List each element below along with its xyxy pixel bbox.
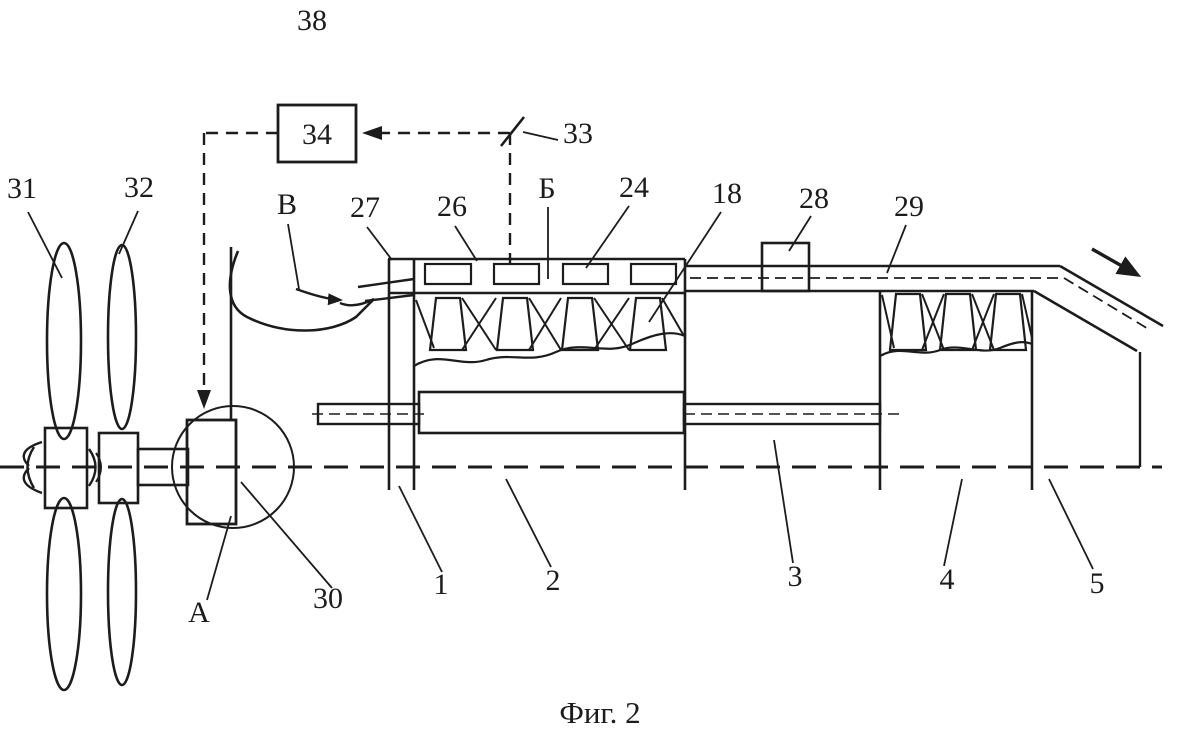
- core-and-shafts: [312, 390, 902, 435]
- nozzle-lower: [1033, 289, 1138, 353]
- jet-pipe-and-turbine: [685, 241, 1164, 467]
- label-4: 4: [940, 563, 955, 596]
- injector-26: [423, 262, 473, 286]
- label-34: 34: [302, 118, 332, 151]
- detail-circle-A: [171, 405, 295, 529]
- exhaust-flow-arrow: [1091, 247, 1142, 277]
- label-1: 1: [434, 568, 449, 601]
- figure-caption: Фиг. 2: [559, 695, 640, 730]
- gearbox: [171, 247, 295, 529]
- rear-shaft: [682, 402, 882, 426]
- down-arrowhead: [197, 390, 211, 409]
- injector-b: [492, 262, 541, 286]
- label-5: 5: [1090, 567, 1105, 600]
- core-drum: [417, 390, 686, 435]
- air-intake: [228, 250, 415, 332]
- label-29: 29: [894, 190, 924, 223]
- label-3: 3: [788, 560, 803, 593]
- nozzle-upper: [1059, 264, 1164, 328]
- turbine-wavy-line: [879, 341, 1033, 357]
- label-31: 31: [7, 172, 37, 205]
- controller-box-34: [276, 103, 358, 164]
- compressor-blades: [413, 296, 686, 367]
- label-V: В: [277, 188, 297, 221]
- combustor-casing: [388, 257, 685, 295]
- injector-4th: [629, 262, 678, 286]
- control-system: [197, 103, 526, 409]
- leader-lines: [27, 131, 1094, 601]
- flowpath-wavy-line: [413, 332, 686, 367]
- labels: 38 34 33 31 32 В 27 26 Б 24 18 28 29 А 3…: [7, 4, 1105, 730]
- label-28: 28: [799, 182, 829, 215]
- injector-24: [561, 262, 610, 286]
- label-B: Б: [538, 172, 555, 205]
- label-38: 38: [297, 4, 327, 37]
- label-18: 18: [712, 177, 742, 210]
- frame-struts: [387, 259, 1034, 490]
- propeller-hub: [22, 426, 190, 510]
- label-30: 30: [313, 582, 343, 615]
- label-2: 2: [546, 564, 561, 597]
- label-26: 26: [437, 190, 467, 223]
- label-24: 24: [619, 171, 649, 204]
- intake-flow-arrow: [295, 287, 343, 306]
- label-33: 33: [563, 117, 593, 150]
- label-A: А: [188, 596, 210, 629]
- sensor-tick-33: [499, 116, 526, 147]
- label-32: 32: [124, 171, 154, 204]
- left-arrowhead: [362, 126, 382, 140]
- label-27: 27: [350, 191, 380, 224]
- device-box-28: [760, 241, 811, 293]
- jet-pipe-centerline: [690, 277, 1151, 331]
